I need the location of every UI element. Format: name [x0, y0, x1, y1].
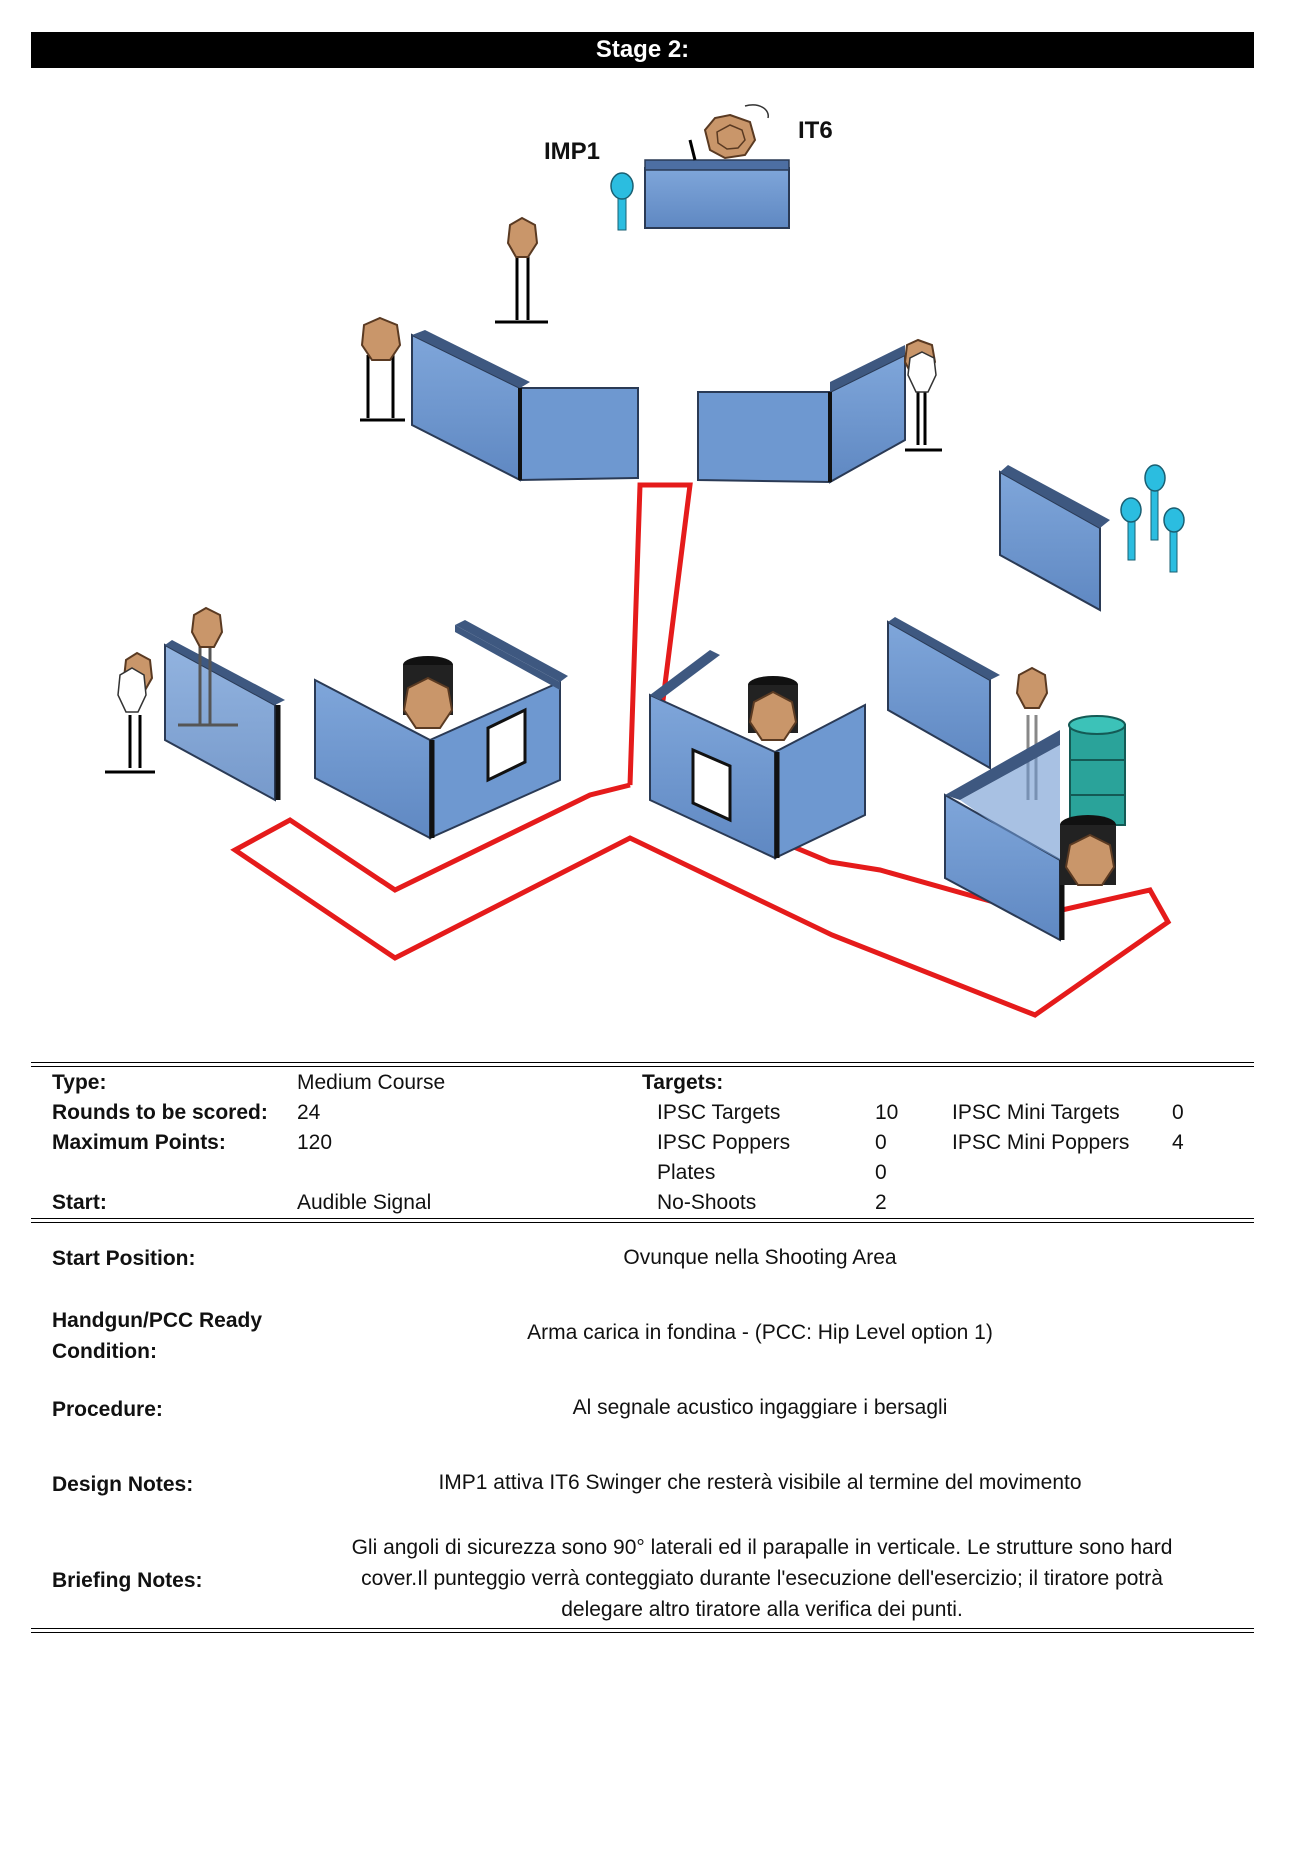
ipsc-target-stand-3 — [178, 606, 238, 727]
stage-title-bar: Stage 2: — [31, 32, 1254, 68]
ready-condition-label: Handgun/PCC Ready Condition: — [52, 1309, 263, 1363]
ipsc-target-in-tyres-3 — [1060, 815, 1116, 886]
ipsc-target-in-tyres-2 — [748, 676, 798, 741]
stage-diagram — [105, 104, 1185, 1018]
mini-target-count: 0 — [1172, 1101, 1184, 1124]
room-right — [944, 730, 1065, 942]
rounds-value: 24 — [297, 1101, 321, 1124]
barrel — [1068, 715, 1126, 826]
mini-target-name: IPSC Mini Targets — [952, 1101, 1120, 1124]
ready-condition-value: Arma carica in fondina - (PCC: Hip Level… — [527, 1321, 993, 1344]
briefing-notes-value: Gli angoli di sicurezza sono 90° lateral… — [351, 1536, 1173, 1621]
ipsc-target-stand-1 — [495, 216, 548, 324]
swinger-target-it6 — [688, 104, 769, 161]
type-value: Medium Course — [297, 1071, 446, 1094]
room-middle-with-window — [649, 650, 866, 860]
mini-target-name: IPSC Mini Poppers — [952, 1131, 1130, 1154]
barricade-left-v — [411, 330, 639, 482]
target-count: 0 — [875, 1131, 887, 1154]
maxpoints-label: Maximum Points: — [52, 1131, 226, 1154]
start-label: Start: — [52, 1191, 107, 1214]
barricade-far-right — [999, 465, 1110, 612]
room-left-with-window — [314, 620, 568, 840]
mini-popper-imp1 — [610, 172, 634, 231]
no-shoot-target-2 — [105, 651, 155, 774]
top-barricade — [644, 159, 790, 229]
ipsc-target-in-tyres-1 — [402, 656, 454, 729]
procedure-label: Procedure: — [52, 1398, 163, 1421]
type-label: Type: — [52, 1071, 107, 1094]
rule-top — [31, 1062, 1254, 1067]
barricade-right-v — [697, 345, 906, 484]
barricade-bottom-right-upper — [887, 617, 1000, 770]
rounds-label: Rounds to be scored: — [52, 1101, 268, 1124]
procedure-value: Al segnale acustico ingaggiare i bersagl… — [572, 1396, 948, 1419]
start-position-label: Start Position: — [52, 1247, 196, 1270]
target-count: 0 — [875, 1161, 887, 1184]
stage-title: Stage 2: — [595, 36, 690, 63]
rule-bottom — [31, 1628, 1254, 1633]
target-name: IPSC Targets — [657, 1101, 781, 1124]
label-imp1: IMP1 — [544, 138, 601, 165]
target-name: IPSC Poppers — [657, 1131, 791, 1154]
mini-poppers-group — [1120, 464, 1185, 573]
label-it6: IT6 — [798, 117, 833, 144]
target-count: 2 — [875, 1191, 887, 1214]
mini-target-count: 4 — [1172, 1131, 1184, 1154]
ipsc-target-stand-2 — [360, 316, 405, 422]
target-name: Plates — [657, 1161, 716, 1184]
design-notes-value: IMP1 attiva IT6 Swinger che resterà visi… — [438, 1471, 1082, 1494]
target-name: No-Shoots — [657, 1191, 757, 1214]
start-value: Audible Signal — [297, 1191, 432, 1214]
maxpoints-value: 120 — [297, 1131, 333, 1154]
rule-middle — [31, 1218, 1254, 1223]
no-shoot-target-1 — [903, 338, 942, 452]
start-position-value: Ovunque nella Shooting Area — [623, 1246, 897, 1269]
design-notes-label: Design Notes: — [52, 1473, 194, 1496]
briefing-notes-label: Briefing Notes: — [52, 1569, 203, 1592]
target-count: 10 — [875, 1101, 899, 1124]
barricade-bottom-left — [164, 640, 285, 802]
targets-label: Targets: — [642, 1071, 724, 1094]
